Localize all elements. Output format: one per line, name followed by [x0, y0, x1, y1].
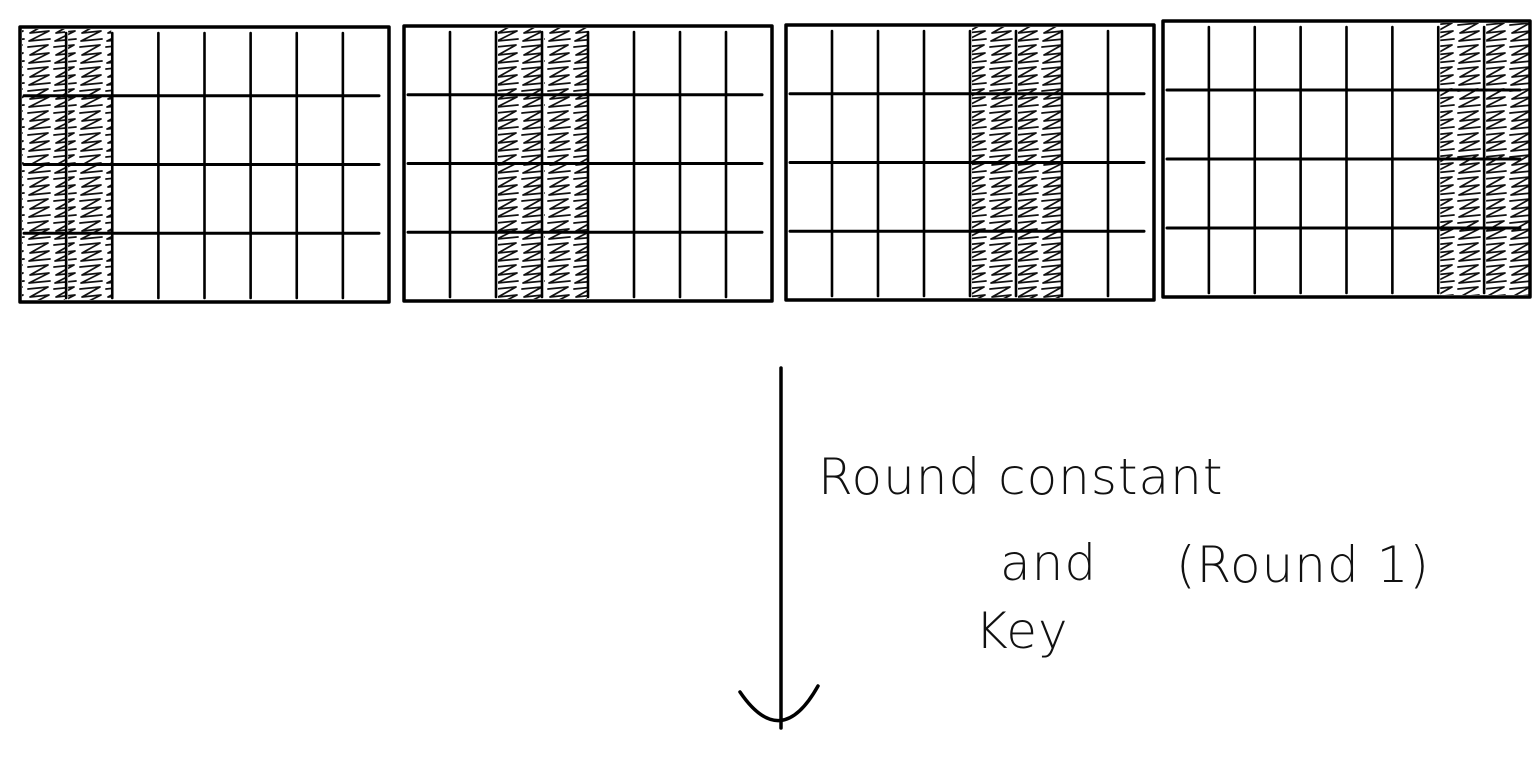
grid-frame [1161, 19, 1532, 299]
state-grid-2 [402, 24, 774, 303]
label-round-number: (Round 1) [1176, 536, 1430, 594]
label-key: Key [975, 602, 1069, 660]
arrow-head [738, 684, 820, 723]
state-grids [18, 19, 1532, 304]
label-and: and [1000, 534, 1097, 592]
state-grid-1 [18, 25, 391, 304]
state-grid-4 [1161, 19, 1532, 299]
transformation-arrow [738, 366, 820, 730]
label-round-constant: Round constant [818, 448, 1223, 506]
state-grid-3 [784, 23, 1156, 302]
arrow-label: Round constant and Key (Round 1) [818, 448, 1430, 660]
grid-frame [402, 24, 774, 303]
grid-frame [18, 25, 391, 304]
grid-frame [784, 23, 1156, 302]
